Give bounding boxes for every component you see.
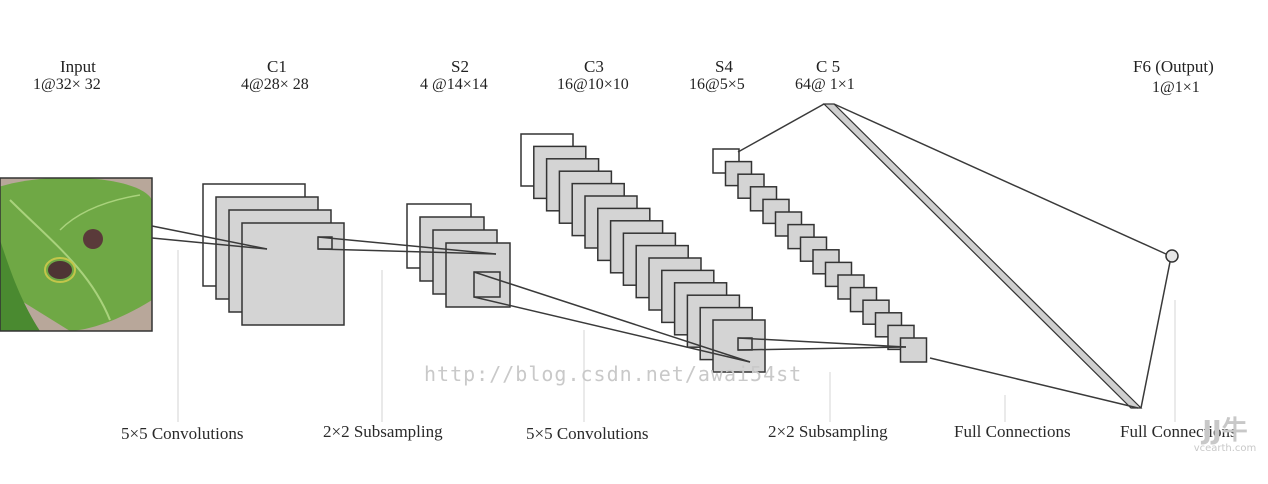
- lesion: [83, 229, 103, 249]
- feature-maps: [202, 103, 1179, 409]
- logo-glyph: JJ牛: [1202, 416, 1248, 446]
- layer-dims-input: 1@32× 32: [33, 76, 101, 93]
- conn-c5-f6: [1140, 261, 1171, 409]
- layer-dims-s4: 16@5×5: [689, 76, 745, 93]
- input-frame: [0, 177, 153, 332]
- connection-lines: [151, 103, 1171, 409]
- op-label-full1: Full Connections: [954, 422, 1071, 441]
- c5-unit-bar: [822, 103, 1143, 409]
- layer-dims-f6: 1@1×1: [1152, 79, 1200, 96]
- layer-title-f6: F6 (Output): [1133, 57, 1214, 76]
- leaf-vein: [9, 199, 111, 321]
- leaf-shape: [0, 178, 152, 331]
- c3-stack: [520, 133, 766, 373]
- conn-c5-f6: [833, 103, 1167, 255]
- layer-title-c5: C 5: [816, 57, 841, 76]
- c1-stack: [202, 183, 345, 326]
- op-label-subsample2: 2×2 Subsampling: [768, 422, 888, 441]
- c3-receptive-window: [737, 337, 753, 351]
- f6-output-node: [1165, 249, 1179, 263]
- lesion: [48, 261, 72, 279]
- input-image: [0, 177, 153, 332]
- leaf-shape-dark: [0, 240, 40, 331]
- site-logo: JJ牛 vcearth.com: [1193, 418, 1257, 454]
- leaf-vein: [59, 194, 141, 231]
- guide-lines: [177, 250, 1176, 422]
- layer-title-s4: S4: [715, 57, 733, 76]
- conn-c1-s2: [317, 236, 497, 255]
- op-label-subsample1: 2×2 Subsampling: [323, 422, 443, 441]
- layer-dims-s2: 4 @14×14: [420, 76, 488, 93]
- layer-dims-c3: 16@10×10: [557, 76, 629, 93]
- logo-site: vcearth.com: [1193, 443, 1257, 454]
- layer-title-c1: C1: [267, 57, 287, 76]
- op-label-conv2: 5×5 Convolutions: [526, 424, 649, 443]
- s4-stack-map: [899, 337, 928, 363]
- conn-s4-c5: [929, 357, 1139, 409]
- layer-title-s2: S2: [451, 57, 469, 76]
- conn-c1-s2: [317, 248, 497, 255]
- conn-s2-c3: [473, 296, 751, 363]
- conn-s4-c5: [737, 103, 825, 153]
- op-label-full2: Full Connections: [1120, 422, 1237, 441]
- conn-input-c1: [151, 237, 268, 250]
- lesion-halo: [44, 257, 76, 283]
- s4-stack: [712, 148, 928, 363]
- conn-input-c1: [151, 225, 268, 250]
- conn-c3-s4: [737, 346, 907, 351]
- op-label-conv1: 5×5 Convolutions: [121, 424, 244, 443]
- conn-c3-s4: [737, 337, 907, 348]
- layer-dims-c1: 4@28× 28: [241, 76, 309, 93]
- watermark-url: http://blog.csdn.net/awai54st: [424, 362, 803, 386]
- conn-s2-c3: [473, 271, 751, 363]
- layer-title-input: Input: [60, 57, 96, 76]
- layer-dims-c5: 64@ 1×1: [795, 76, 855, 93]
- layer-title-c3: C3: [584, 57, 604, 76]
